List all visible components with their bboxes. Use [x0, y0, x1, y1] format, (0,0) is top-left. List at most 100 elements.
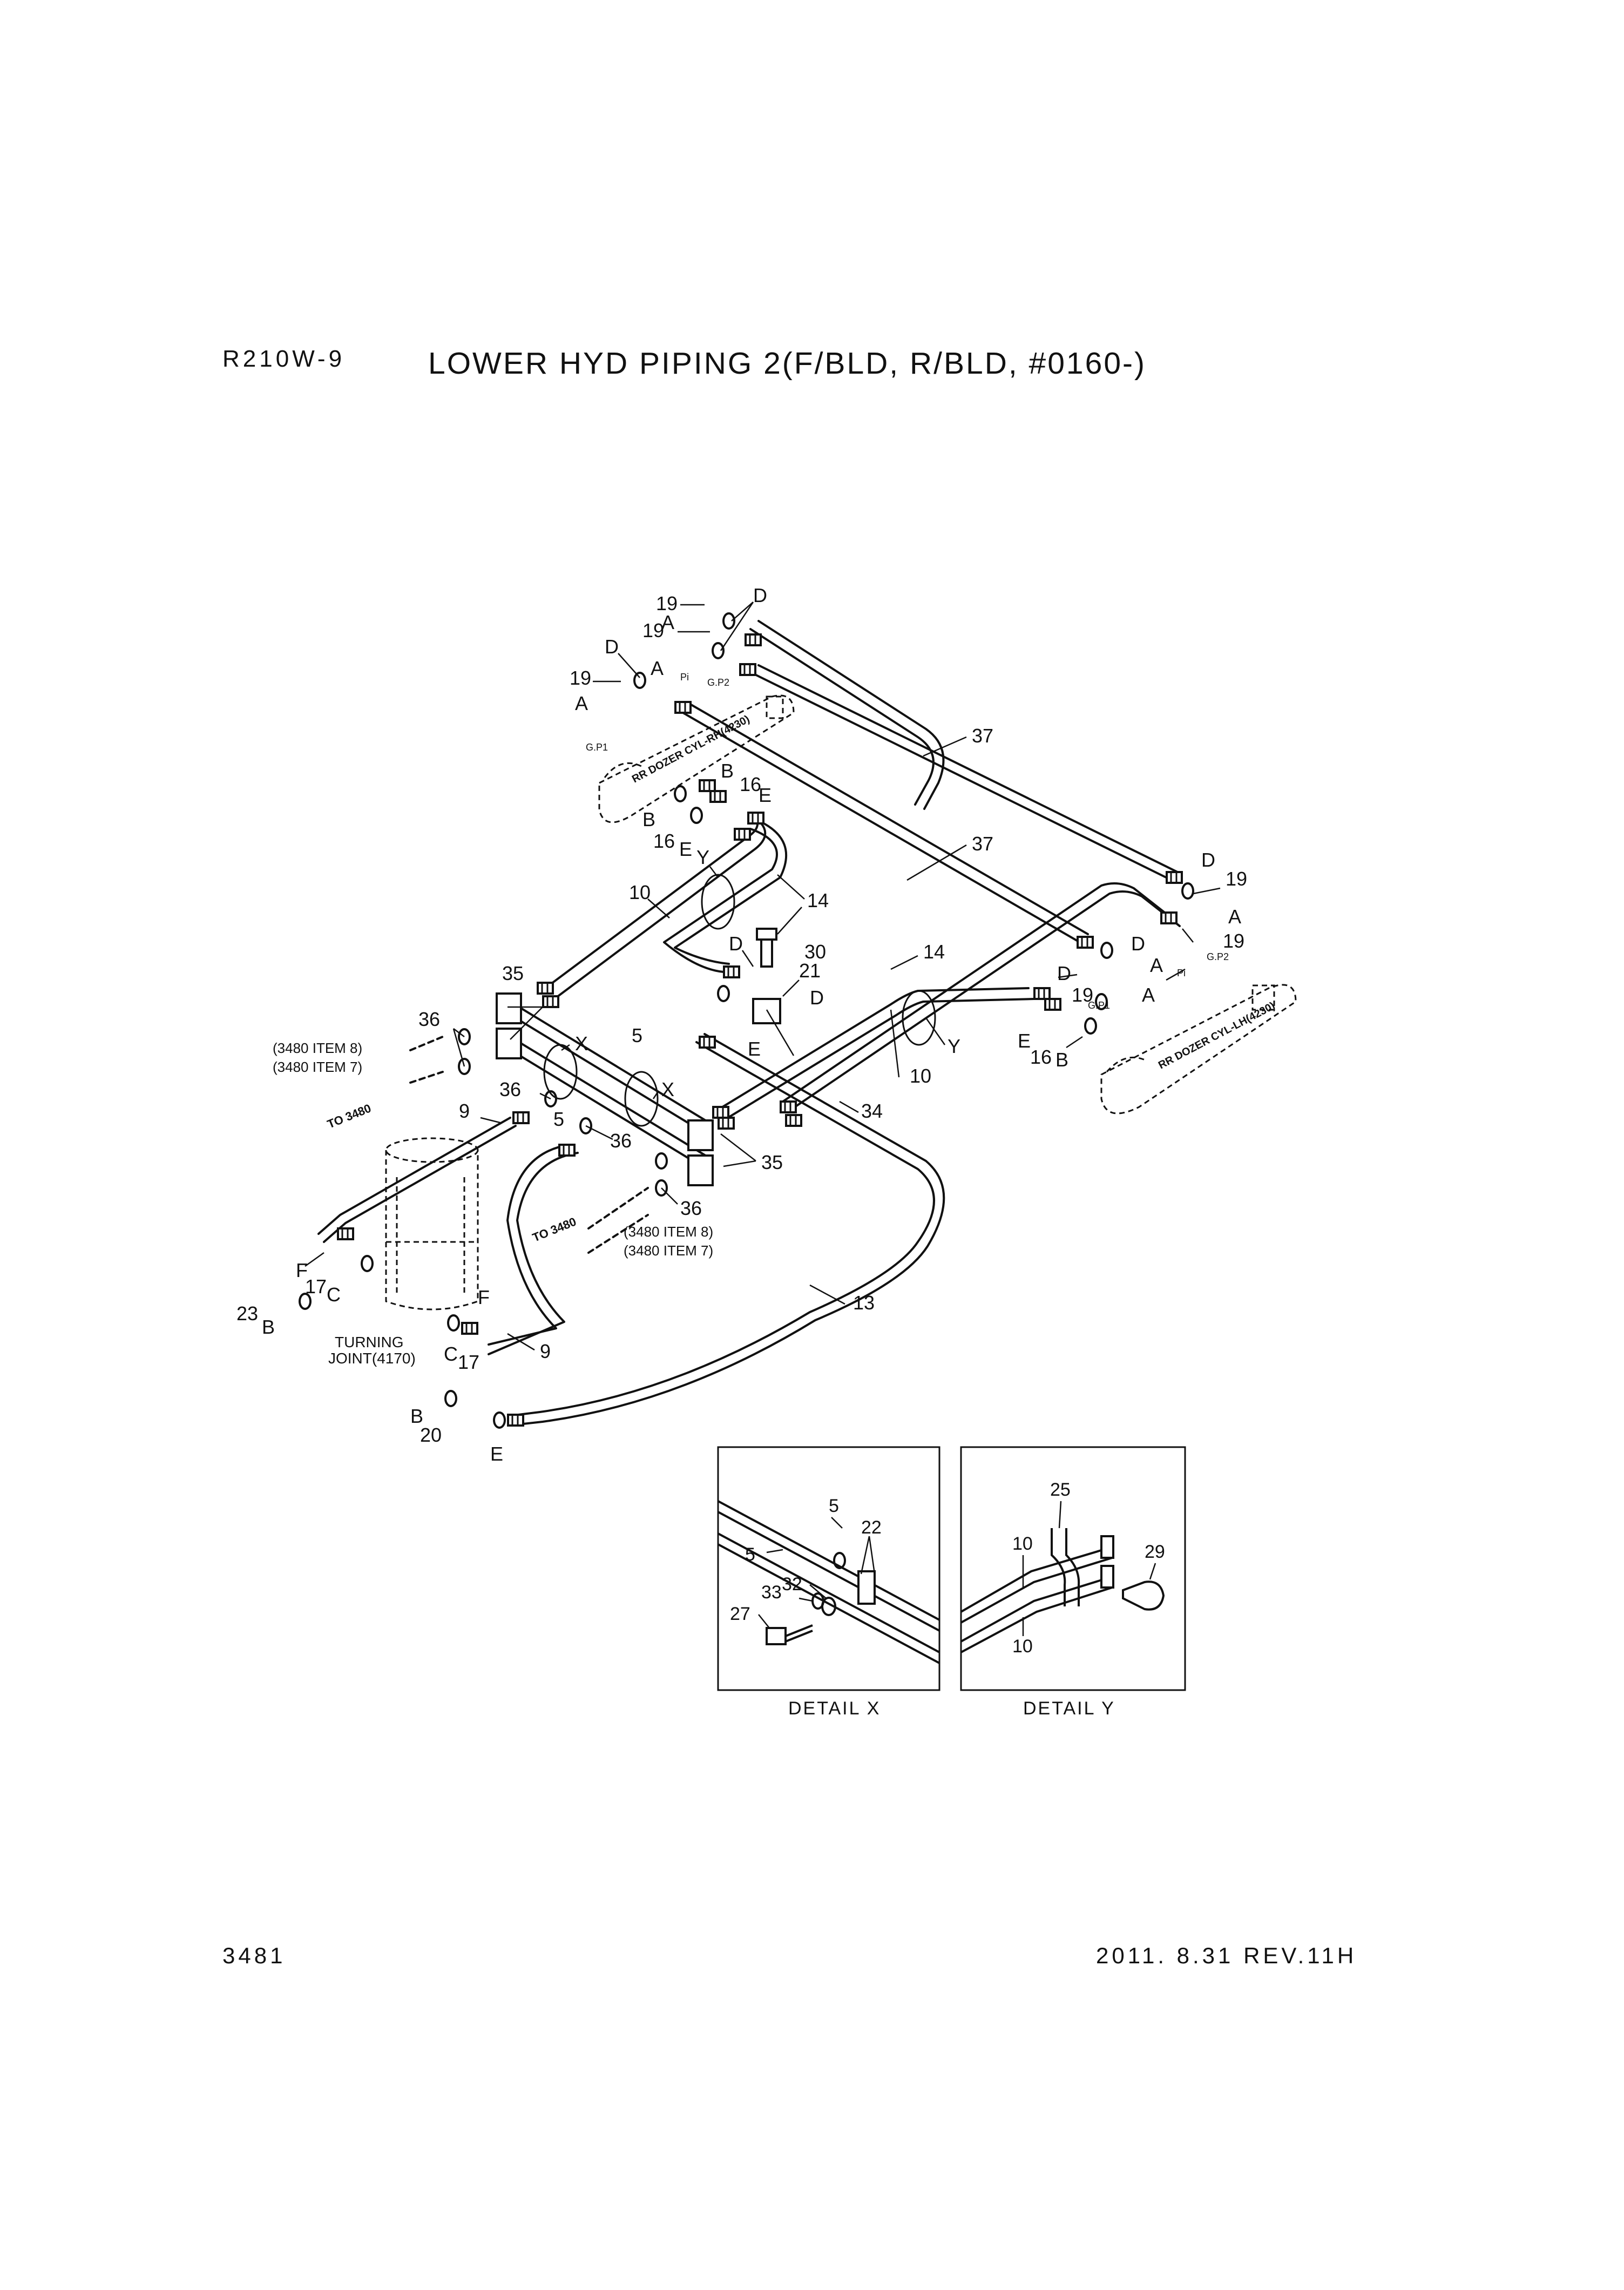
page-number: 3481 [222, 1943, 286, 1968]
detail-y-callout: 29 [1145, 1542, 1165, 1562]
callout: 36 [610, 1130, 632, 1152]
detail-x-callout: 33 [761, 1582, 782, 1603]
callout: B [1055, 1049, 1068, 1071]
rr-dozer-cyl-right [1100, 984, 1297, 1114]
callout: 19 [1072, 984, 1093, 1006]
callout: F [478, 1286, 490, 1308]
hose-10-right-b [722, 998, 1035, 1122]
callout: Y [696, 846, 709, 868]
callout: 36 [680, 1197, 702, 1219]
hose-9-lower-b [488, 1152, 579, 1355]
pipe-13-b [517, 1033, 945, 1426]
callout: 23 [236, 1302, 258, 1325]
port-gp2-right: G.P2 [1207, 951, 1229, 962]
ref-3480-item8-a: (3480 ITEM 8) [273, 1040, 362, 1056]
to-3480-b: TO 3480 [531, 1215, 578, 1245]
callout: 20 [420, 1424, 442, 1446]
manifold-blocks [496, 992, 714, 1186]
page-title: LOWER HYD PIPING 2(F/BLD, R/BLD, #0160-) [428, 346, 1146, 381]
callout: E [679, 838, 692, 860]
callout: A [1228, 906, 1241, 928]
callout: X [661, 1078, 674, 1100]
callout: C [444, 1343, 458, 1365]
callout: 35 [502, 962, 524, 984]
callout: 35 [761, 1151, 783, 1173]
ref-3480-item7-b: (3480 ITEM 7) [624, 1242, 713, 1259]
port-gp1-right: G.P1 [1088, 1000, 1110, 1011]
turning-joint-label-2: JOINT(4170) [328, 1350, 416, 1367]
hose-9-upper-b [323, 1125, 517, 1243]
rr-dozer-cyl-lh-label: RR DOZER CYL-LH(4230) [1156, 1000, 1277, 1072]
callout: D [729, 933, 743, 955]
callout: 5 [632, 1024, 642, 1046]
pipe-37-upper-right-b [757, 664, 1181, 874]
callout: A [1150, 954, 1163, 976]
revision-date: 2011. 8.31 REV.11H [1096, 1943, 1357, 1968]
callout: 19 [642, 619, 664, 641]
callout: 16 [1030, 1046, 1052, 1068]
detail-x-callout: 27 [730, 1604, 750, 1624]
port-gp1-left: G.P1 [586, 742, 608, 753]
callout: E [748, 1038, 761, 1060]
ref-hose-3480-a [409, 1036, 444, 1051]
callout: 36 [418, 1008, 440, 1030]
callout: 10 [910, 1065, 931, 1087]
callout: 5 [553, 1108, 564, 1130]
callout: D [753, 584, 767, 606]
detail-x-callout: 5 [745, 1544, 755, 1565]
callout: Y [948, 1035, 960, 1057]
pipe-37-upper-right [749, 671, 1173, 881]
detail-x-callout: 5 [829, 1496, 839, 1516]
pipe-37-upper [749, 628, 935, 806]
pipe-5-upper-b [509, 1001, 711, 1124]
hose-9-lower [488, 1144, 571, 1346]
callout: 17 [458, 1351, 479, 1373]
callout: 10 [629, 881, 651, 903]
callout: A [1142, 984, 1155, 1006]
callout: 37 [972, 833, 993, 855]
pipe-5-lower-b [509, 1036, 711, 1159]
callout: 9 [540, 1340, 551, 1362]
pipe-14-right-b [790, 890, 1181, 1111]
pipe-37-upper-b [757, 620, 945, 810]
callout: X [575, 1032, 588, 1055]
turning-joint [385, 1137, 479, 1310]
tee-fitting [752, 928, 781, 1024]
callout: 16 [740, 773, 761, 795]
port-pi-left: Pi [680, 672, 689, 683]
callout: 36 [499, 1078, 521, 1100]
pipe-37-lower [682, 712, 1081, 943]
callout: 16 [653, 830, 675, 852]
detail-y-panel: 25 10 10 29 DETAIL Y [960, 1446, 1186, 1719]
callout: E [490, 1443, 503, 1465]
pipe-13 [517, 1041, 935, 1416]
detail-y-caption: DETAIL Y [1023, 1698, 1115, 1719]
detail-markers [543, 874, 936, 1127]
detail-x-caption: DETAIL X [788, 1698, 881, 1719]
callout: 30 [804, 941, 826, 963]
callout: 37 [972, 725, 993, 747]
callout: 19 [1226, 868, 1247, 890]
callout: B [262, 1316, 275, 1338]
detail-y-callout: 25 [1050, 1480, 1071, 1500]
turning-joint-label-1: TURNING [335, 1334, 404, 1350]
callout: 21 [799, 960, 821, 982]
pipe-14-upper [663, 828, 778, 973]
model-number: R210W-9 [222, 346, 346, 372]
pipe-14-right [782, 882, 1173, 1103]
ref-3480-item8-b: (3480 ITEM 8) [624, 1224, 713, 1240]
pipe-37-lower-b [690, 704, 1089, 935]
hose-10-left-b [550, 822, 767, 1003]
callout: B [410, 1405, 423, 1427]
detail-y-callout: 10 [1012, 1534, 1033, 1554]
callout: A [575, 692, 588, 714]
ref-hose-3480-c [587, 1187, 649, 1230]
callout: 9 [459, 1100, 470, 1122]
hose-9-upper [317, 1117, 511, 1235]
callout: D [1057, 962, 1071, 984]
callout: E [1018, 1030, 1031, 1052]
detail-x-callout: 22 [861, 1517, 882, 1538]
detail-x-callout: 32 [782, 1574, 802, 1595]
callout: B [721, 760, 734, 782]
